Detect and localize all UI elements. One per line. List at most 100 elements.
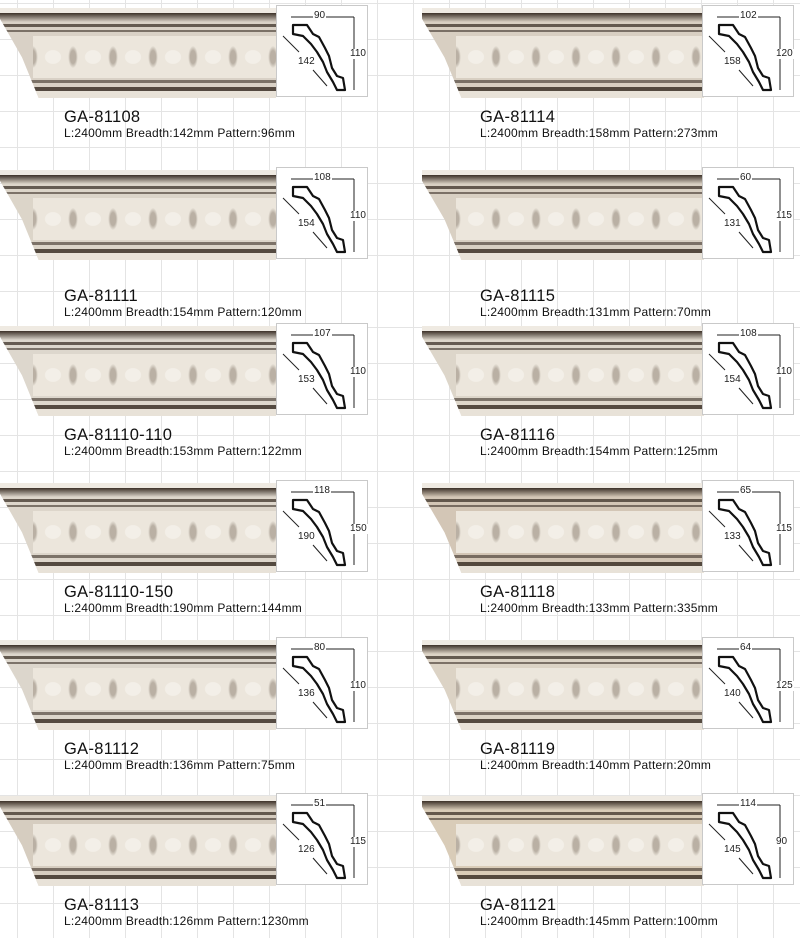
product-spec: L:2400mm Breadth:153mm Pattern:122mm: [64, 444, 302, 458]
product-code: GA-81118: [480, 583, 556, 601]
molding-image: [422, 483, 704, 573]
product-spec: L:2400mm Breadth:131mm Pattern:70mm: [480, 305, 712, 319]
profile-diagram: 114 90 145: [702, 793, 794, 885]
dimension-breadth: 158: [723, 56, 742, 67]
dimension-height: 125: [775, 680, 794, 691]
dimension-top: 90: [313, 10, 327, 21]
dimension-height: 120: [775, 48, 794, 59]
product-code: GA-81116: [480, 426, 556, 444]
product-card: 90 110 142 GA-81108 L:2400mm Breadth:142…: [0, 0, 400, 150]
dimension-height: 110: [349, 680, 367, 691]
ornament-band: [33, 36, 276, 78]
ornament-band: [455, 354, 704, 396]
dimension-top: 64: [739, 642, 753, 653]
dimension-breadth: 140: [723, 688, 742, 699]
product-card: 65 115 133 GA-81118 L:2400mm Breadth:133…: [400, 475, 800, 625]
molding-image: [0, 8, 276, 98]
molding-image: [0, 170, 276, 260]
dimension-breadth: 136: [297, 688, 316, 699]
ornament-band: [33, 668, 276, 710]
dimension-height: 115: [349, 836, 367, 847]
profile-diagram: 102 120 158: [702, 5, 794, 97]
dimension-breadth: 190: [297, 531, 316, 542]
dimension-breadth: 142: [297, 56, 316, 67]
dimension-height: 150: [349, 523, 368, 534]
ornament-band: [455, 511, 704, 553]
dimension-height: 115: [775, 210, 793, 221]
product-code: GA-81121: [480, 896, 557, 914]
dimension-breadth: 133: [723, 531, 742, 542]
product-card: 114 90 145 GA-81121 L:2400mm Breadth:145…: [400, 788, 800, 938]
product-card: 102 120 158 GA-81114 L:2400mm Breadth:15…: [400, 0, 800, 150]
molding-image: [422, 326, 704, 416]
product-card: 108 110 154 GA-81116 L:2400mm Breadth:15…: [400, 318, 800, 468]
dimension-top: 80: [313, 642, 327, 653]
product-code: GA-81112: [64, 740, 140, 758]
product-code: GA-81119: [480, 740, 556, 758]
dimension-height: 110: [775, 366, 793, 377]
dimension-top: 102: [739, 10, 758, 21]
product-card: 118 150 190 GA-81110-150 L:2400mm Breadt…: [0, 475, 400, 625]
ornament-band: [33, 511, 276, 553]
dimension-top: 65: [739, 485, 753, 496]
ornament-band: [455, 36, 704, 78]
product-card: 108 110 154 GA-81111 L:2400mm Breadth:15…: [0, 162, 400, 319]
molding-image: [422, 796, 704, 886]
dimension-height: 110: [349, 210, 367, 221]
product-code: GA-81110-110: [64, 426, 173, 444]
dimension-breadth: 154: [723, 374, 742, 385]
profile-diagram: 51 115 126: [276, 793, 368, 885]
dimension-height: 110: [349, 366, 367, 377]
product-spec: L:2400mm Breadth:154mm Pattern:125mm: [480, 444, 718, 458]
profile-diagram: 60 115 131: [702, 167, 794, 259]
molding-image: [0, 326, 276, 416]
product-code: GA-81115: [480, 287, 556, 305]
dimension-breadth: 126: [297, 844, 316, 855]
dimension-height: 110: [349, 48, 367, 59]
molding-image: [422, 640, 704, 730]
product-spec: L:2400mm Breadth:140mm Pattern:20mm: [480, 758, 712, 772]
product-code: GA-81114: [480, 108, 556, 126]
ornament-band: [33, 354, 276, 396]
product-spec: L:2400mm Breadth:126mm Pattern:1230mm: [64, 914, 309, 928]
dimension-top: 108: [313, 172, 332, 183]
ornament-band: [455, 824, 704, 866]
dimension-breadth: 131: [723, 218, 742, 229]
profile-diagram: 80 110 136: [276, 637, 368, 729]
profile-diagram: 65 115 133: [702, 480, 794, 572]
ornament-band: [455, 668, 704, 710]
profile-diagram: 64 125 140: [702, 637, 794, 729]
profile-diagram: 90 110 142: [276, 5, 368, 97]
product-card: 107 110 153 GA-81110-110 L:2400mm Breadt…: [0, 318, 400, 468]
product-code: GA-81110-150: [64, 583, 174, 601]
molding-image: [422, 8, 704, 98]
dimension-top: 51: [313, 798, 327, 809]
profile-diagram: 118 150 190: [276, 480, 368, 572]
product-card: 51 115 126 GA-81113 L:2400mm Breadth:126…: [0, 788, 400, 938]
product-card: 80 110 136 GA-81112 L:2400mm Breadth:136…: [0, 632, 400, 782]
product-spec: L:2400mm Breadth:142mm Pattern:96mm: [64, 126, 296, 140]
ornament-band: [33, 824, 276, 866]
profile-diagram: 107 110 153: [276, 323, 368, 415]
product-code: GA-81108: [64, 108, 141, 126]
dimension-breadth: 154: [297, 218, 316, 229]
product-spec: L:2400mm Breadth:136mm Pattern:75mm: [64, 758, 296, 772]
dimension-height: 115: [775, 523, 793, 534]
molding-image: [0, 796, 276, 886]
product-code: GA-81111: [64, 287, 138, 305]
dimension-breadth: 153: [297, 374, 316, 385]
molding-image: [0, 640, 276, 730]
molding-image: [422, 170, 704, 260]
product-spec: L:2400mm Breadth:133mm Pattern:335mm: [480, 601, 718, 615]
product-card: 64 125 140 GA-81119 L:2400mm Breadth:140…: [400, 632, 800, 782]
product-spec: L:2400mm Breadth:154mm Pattern:120mm: [64, 305, 302, 319]
dimension-top: 114: [739, 798, 757, 809]
dimension-top: 108: [739, 328, 758, 339]
product-code: GA-81113: [64, 896, 140, 914]
dimension-height: 90: [775, 836, 789, 847]
profile-diagram: 108 110 154: [702, 323, 794, 415]
product-card: 60 115 131 GA-81115 L:2400mm Breadth:131…: [400, 162, 800, 319]
profile-diagram: 108 110 154: [276, 167, 368, 259]
product-spec: L:2400mm Breadth:190mm Pattern:144mm: [64, 601, 302, 615]
product-spec: L:2400mm Breadth:145mm Pattern:100mm: [480, 914, 718, 928]
